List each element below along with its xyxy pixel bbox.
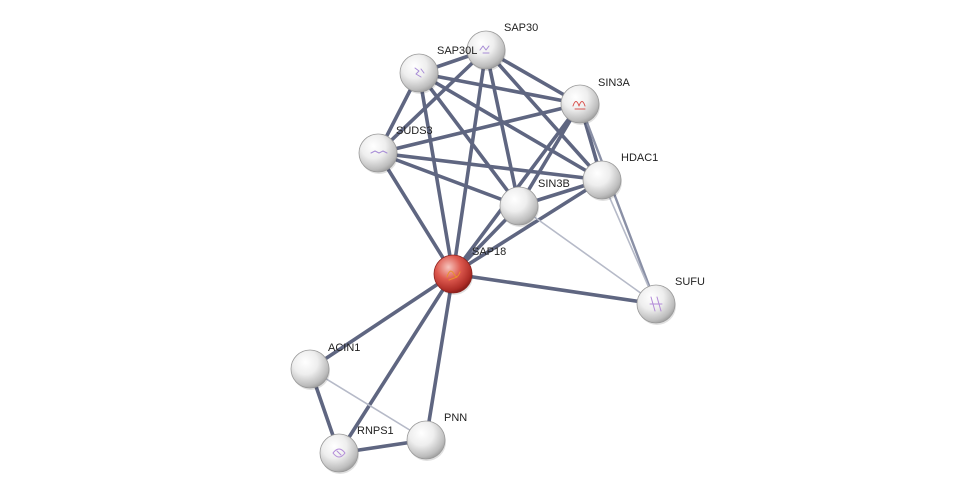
structure-icon xyxy=(332,448,346,458)
node-sphere[interactable] xyxy=(399,53,439,93)
edge-suds3-hdac1 xyxy=(376,151,604,182)
node-label: HDAC1 xyxy=(621,152,658,164)
edge-sap30l-sin3b xyxy=(417,71,521,208)
edge-hdac1-sap18 xyxy=(451,178,604,276)
edge-sap18-sufu xyxy=(451,272,658,306)
edge-sin3a-sufu xyxy=(578,102,658,306)
edge-sap18-rnps1 xyxy=(337,272,455,455)
edge-sin3a-suds3 xyxy=(376,102,582,155)
edge-sap18-acin1 xyxy=(308,272,455,371)
node-suds3[interactable]: SUDS3 xyxy=(358,125,433,174)
edge-sin3b-sufu xyxy=(518,205,657,305)
node-label: SAP30L xyxy=(437,45,477,57)
edge-sap30-sin3b xyxy=(484,48,521,208)
edge-sap30l-hdac1 xyxy=(417,71,604,182)
node-label: SIN3A xyxy=(598,77,630,89)
node-label: SAP30 xyxy=(504,22,538,34)
edge-suds3-sap18 xyxy=(376,151,455,276)
node-label: PNN xyxy=(444,412,467,424)
node-pnn[interactable]: PNN xyxy=(406,412,467,461)
structure-icon xyxy=(479,45,490,54)
node-label: SUDS3 xyxy=(396,125,433,137)
edge-sap30-sap18 xyxy=(451,48,488,276)
node-label: SAP18 xyxy=(472,246,506,258)
node-sin3b[interactable]: SIN3B xyxy=(499,178,570,227)
node-label: SIN3B xyxy=(538,178,570,190)
edge-sap30-hdac1 xyxy=(484,48,604,182)
edge-sin3a-sin3b xyxy=(517,102,582,208)
node-sap18[interactable]: SAP18 xyxy=(433,246,506,295)
node-acin1[interactable]: ACIN1 xyxy=(290,342,360,390)
edge-sap30l-sin3a xyxy=(417,71,582,106)
node-sap30[interactable]: SAP30 xyxy=(466,22,538,71)
node-sap30l[interactable]: SAP30L xyxy=(399,45,477,94)
node-hdac1[interactable]: HDAC1 xyxy=(582,152,658,201)
edge-suds3-sin3b xyxy=(376,151,521,208)
node-sphere[interactable] xyxy=(582,160,622,200)
node-sphere[interactable] xyxy=(499,186,539,226)
structure-icon xyxy=(649,296,663,312)
edge-sap18-pnn xyxy=(424,272,455,442)
structure-icon xyxy=(370,150,388,154)
node-sphere[interactable] xyxy=(433,254,473,294)
node-label: SUFU xyxy=(675,276,705,288)
edge-acin1-pnn xyxy=(309,368,427,441)
structure-icon xyxy=(414,67,425,78)
node-sphere[interactable] xyxy=(290,349,330,389)
edge-hdac1-sufu xyxy=(601,179,657,305)
structure-icon xyxy=(572,101,586,110)
node-sphere[interactable] xyxy=(406,420,446,460)
node-label: RNPS1 xyxy=(357,425,394,437)
node-sin3a[interactable]: SIN3A xyxy=(560,77,630,125)
node-label: ACIN1 xyxy=(328,342,360,354)
node-rnps1[interactable]: RNPS1 xyxy=(319,425,394,474)
node-sufu[interactable]: SUFU xyxy=(636,276,705,325)
edge-sap30-suds3 xyxy=(376,48,488,155)
structure-icon xyxy=(446,270,461,281)
